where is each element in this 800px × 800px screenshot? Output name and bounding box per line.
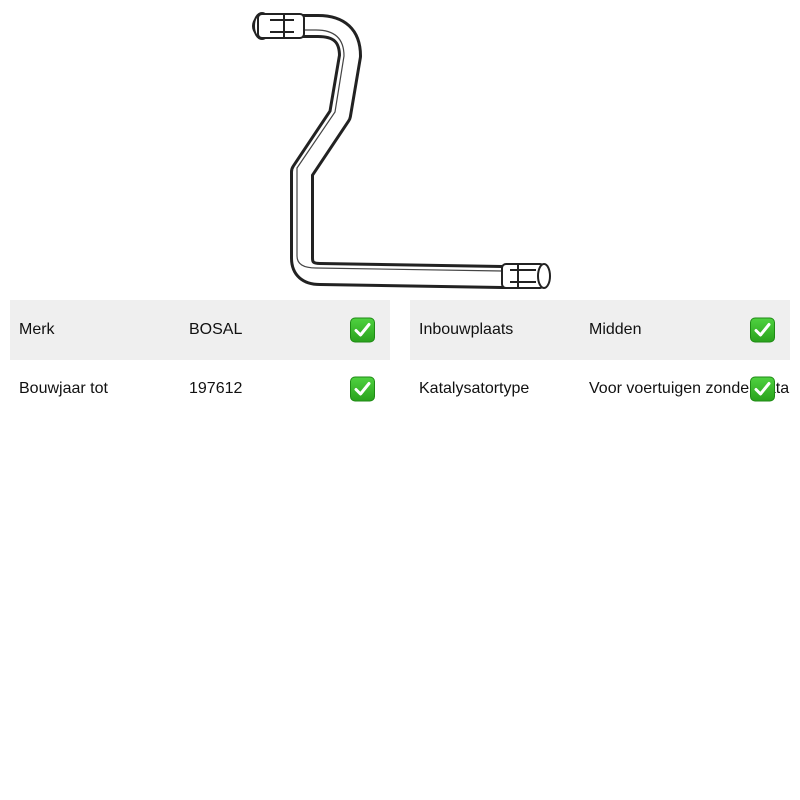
spec-value: 197612 [189, 380, 243, 397]
spec-value: BOSAL [189, 321, 243, 338]
product-image [240, 0, 560, 300]
check-mark-icon [750, 376, 775, 402]
spec-row-mounting-position: Inbouwplaats Midden [410, 300, 790, 360]
spec-row-catalyst-type: Katalysatortype Voor voertuigen zonder k… [410, 360, 790, 418]
spec-label: Bouwjaar tot [19, 380, 108, 397]
spec-row-brand: Merk BOSAL [10, 300, 390, 360]
spec-label: Inbouwplaats [419, 321, 514, 338]
spec-label: Merk [19, 321, 55, 338]
spec-table-left: Merk BOSAL Bouwjaar tot 197612 [10, 300, 390, 418]
spec-value: Voor voertuigen zonder katalysator [589, 380, 790, 397]
check-mark-icon [350, 317, 375, 343]
spec-table-right: Inbouwplaats Midden Katalysatortype Voor… [410, 300, 790, 418]
spec-value: Midden [589, 321, 642, 338]
spec-row-build-year: Bouwjaar tot 197612 [10, 360, 390, 418]
exhaust-pipe-icon [252, 12, 551, 289]
spec-label: Katalysatortype [419, 380, 530, 397]
check-mark-icon [350, 376, 375, 402]
check-mark-icon [750, 317, 775, 343]
